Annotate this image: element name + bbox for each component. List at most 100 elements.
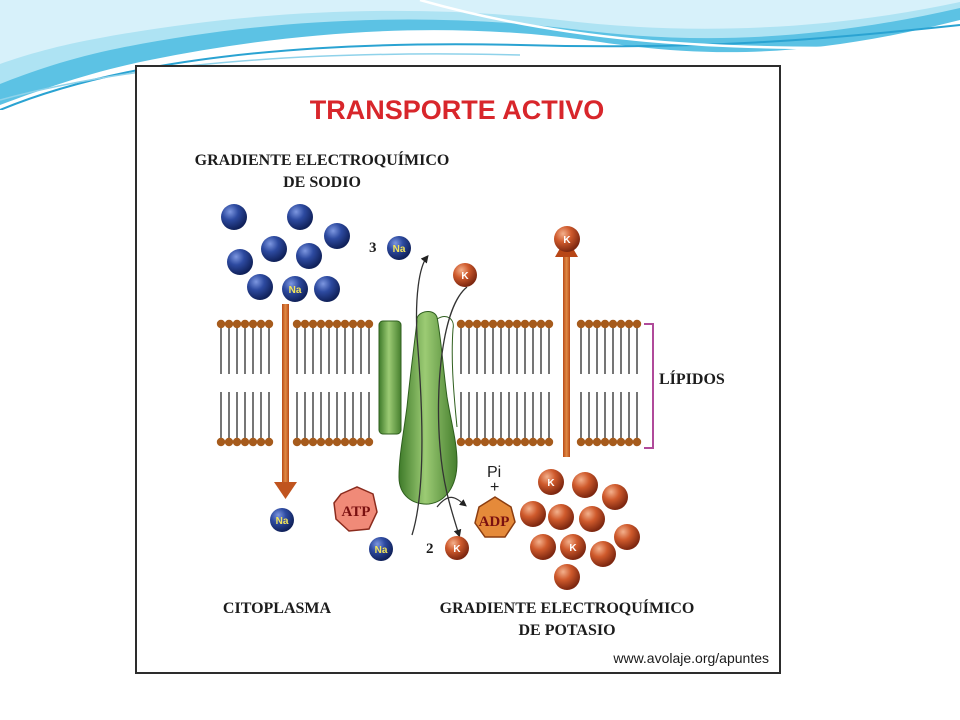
potassium-ion-label: K xyxy=(569,543,577,554)
lipid-head xyxy=(520,437,530,447)
lipid-head xyxy=(264,437,274,447)
lipid-head xyxy=(528,437,538,447)
lipid-head xyxy=(632,437,642,447)
lipid-head xyxy=(488,437,498,447)
lipid-head xyxy=(348,437,358,447)
lipid-head xyxy=(576,319,586,329)
lipid-head xyxy=(512,437,522,447)
lipid-head xyxy=(472,319,482,329)
lipid-head xyxy=(600,319,610,329)
lipid-head xyxy=(324,437,334,447)
sodium-ion xyxy=(369,537,393,561)
lipid-head xyxy=(584,319,594,329)
lipid-head xyxy=(632,319,642,329)
lipid-head xyxy=(364,437,374,447)
lipid-head xyxy=(256,319,266,329)
lipid-head xyxy=(464,319,474,329)
lipid-head xyxy=(504,319,514,329)
lipid-head xyxy=(528,319,538,329)
atp-molecule: ATP xyxy=(333,486,378,532)
potassium-ion-label: K xyxy=(563,235,571,246)
potassium-ion-label: K xyxy=(461,271,469,282)
atp-to-adp-arrow xyxy=(436,496,467,508)
lipid-head xyxy=(248,437,258,447)
sodium-efflux-arrow xyxy=(411,254,429,536)
lipids-label: LÍPIDOS xyxy=(659,369,725,388)
lipid-head xyxy=(624,319,634,329)
sodium-ion-label: Na xyxy=(375,545,388,556)
lipid-head xyxy=(224,437,234,447)
diagram-title: TRANSPORTE ACTIVO xyxy=(310,95,605,125)
lipid-head xyxy=(592,319,602,329)
lipid-head xyxy=(216,437,226,447)
lipid-head xyxy=(480,437,490,447)
potassium-influx-arrow xyxy=(437,286,468,538)
lipid-head xyxy=(232,437,242,447)
lipid-head xyxy=(292,437,302,447)
lipid-head xyxy=(496,437,506,447)
lipid-head xyxy=(512,319,522,329)
lipid-head xyxy=(488,319,498,329)
lipid-head xyxy=(300,437,310,447)
sodium-count: 3 xyxy=(369,240,377,256)
lipid-head xyxy=(472,437,482,447)
lipid-head xyxy=(216,319,226,329)
potassium-arrow-up xyxy=(555,237,578,457)
lipid-head xyxy=(576,437,586,447)
lipid-head xyxy=(504,437,514,447)
lipid-head xyxy=(520,319,530,329)
lipid-head xyxy=(592,437,602,447)
lipid-head xyxy=(240,437,250,447)
lipid-head xyxy=(544,437,554,447)
lipid-head xyxy=(464,437,474,447)
lipid-head xyxy=(496,319,506,329)
lipid-head xyxy=(300,319,310,329)
lipid-head xyxy=(600,437,610,447)
potassium-ion-label: K xyxy=(547,478,555,489)
plus-label: + xyxy=(490,479,499,496)
potassium-gradient-label: GRADIENTE ELECTROQUÍMICO xyxy=(440,598,695,617)
cytoplasm-label: CITOPLASMA xyxy=(223,600,332,617)
lipid-head xyxy=(332,437,342,447)
adp-molecule: ADP xyxy=(474,496,516,538)
lipid-head xyxy=(332,319,342,329)
lipid-head xyxy=(536,319,546,329)
slide-header-swoosh xyxy=(0,0,960,110)
lipid-head xyxy=(348,319,358,329)
lipid-head xyxy=(308,437,318,447)
lipid-head xyxy=(340,437,350,447)
lipid-head xyxy=(608,437,618,447)
lipid-head xyxy=(616,319,626,329)
lipid-head xyxy=(248,319,258,329)
lipid-head xyxy=(536,437,546,447)
lipid-head xyxy=(292,319,302,329)
lipid-head xyxy=(324,319,334,329)
potassium-cluster: K K xyxy=(520,469,640,590)
sodium-ion xyxy=(270,508,294,532)
sodium-gradient-label-2: DE SODIO xyxy=(283,174,361,191)
lipid-head xyxy=(316,319,326,329)
potassium-gradient-label-2: DE POTASIO xyxy=(518,622,615,639)
sodium-ion-label: Na xyxy=(393,244,406,255)
sodium-ion-label: Na xyxy=(276,516,289,527)
adp-label: ADP xyxy=(479,514,510,530)
lipid-head xyxy=(356,319,366,329)
lipid-bracket xyxy=(644,323,654,449)
potassium-ion xyxy=(453,263,477,287)
lipid-head xyxy=(256,437,266,447)
potassium-count: 2 xyxy=(426,541,434,557)
atp-label: ATP xyxy=(342,504,371,520)
lipid-head xyxy=(608,319,618,329)
source-credit: www.avolaje.org/apuntes xyxy=(612,650,769,666)
sodium-ion xyxy=(387,236,411,260)
sodium-ion-label: Na xyxy=(289,285,302,296)
lipid-head xyxy=(544,319,554,329)
lipid-head xyxy=(364,319,374,329)
pi-label: Pi xyxy=(487,464,501,481)
sodium-arrow-down xyxy=(274,304,297,499)
lipid-head xyxy=(624,437,634,447)
carrier-protein xyxy=(378,311,458,505)
active-transport-diagram: TRANSPORTE ACTIVO GRADIENTE ELECTROQUÍMI… xyxy=(195,95,769,666)
potassium-ion xyxy=(554,226,580,252)
lipid-head xyxy=(456,319,466,329)
